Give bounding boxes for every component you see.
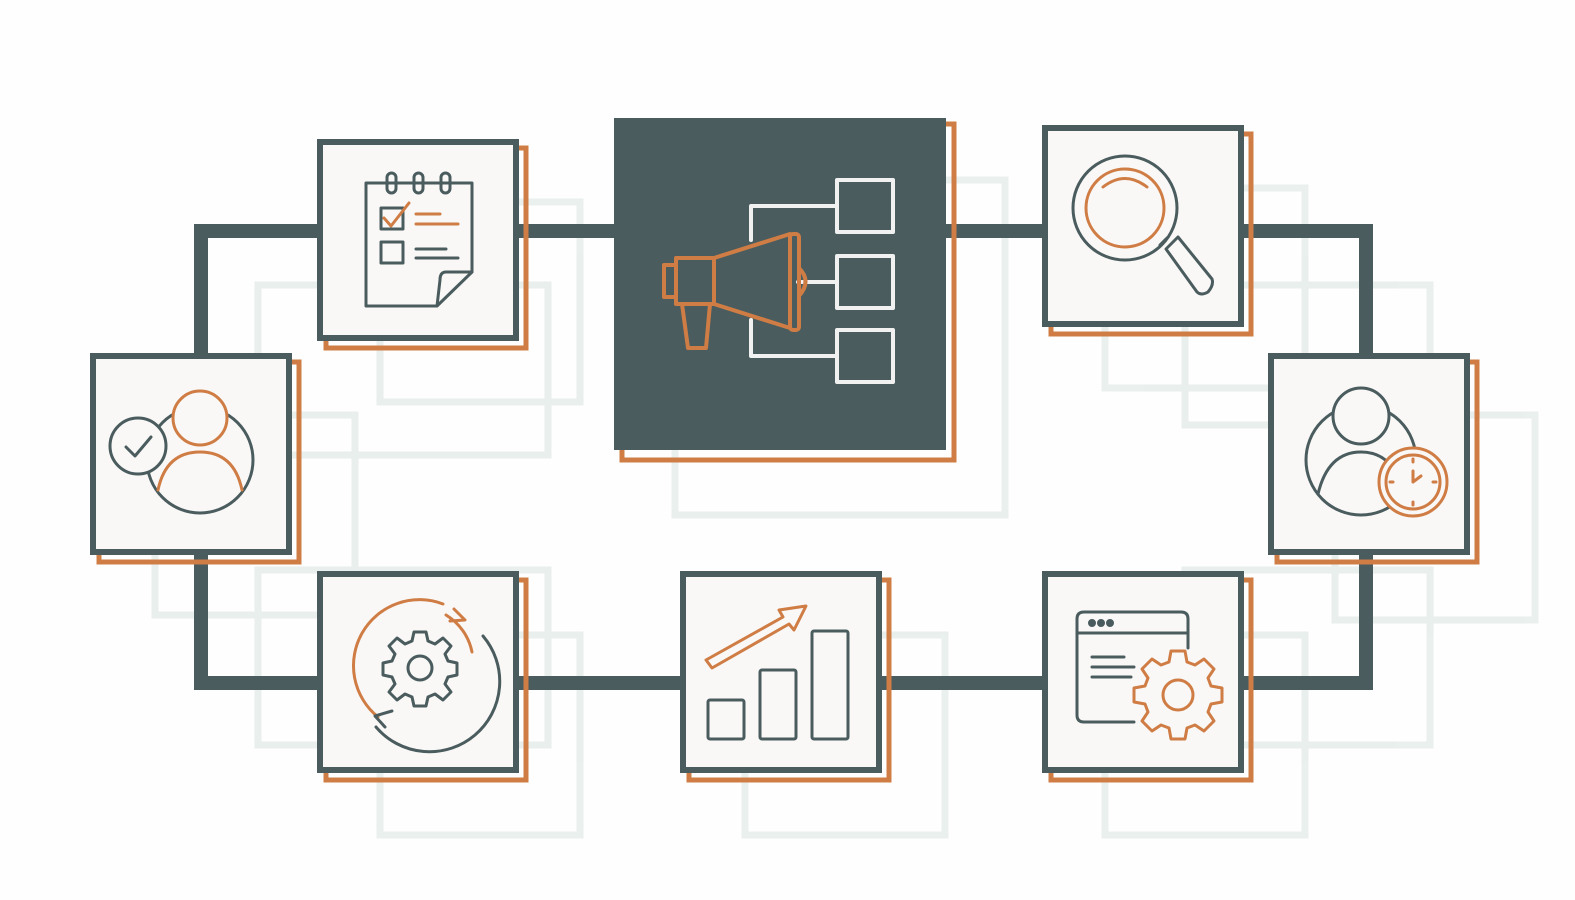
user-clock-icon — [1304, 386, 1449, 518]
megaphone-org-chart-icon — [662, 178, 895, 384]
node-approved-user — [90, 353, 302, 565]
node-process — [317, 571, 529, 783]
node-settings-window — [1042, 571, 1254, 783]
magnifier-icon — [1071, 154, 1214, 296]
browser-gear-icon — [1075, 610, 1224, 741]
gear-cycle-icon — [351, 598, 502, 754]
node-checklist — [317, 139, 529, 351]
node-search — [1042, 125, 1254, 337]
user-check-icon — [108, 389, 255, 515]
checklist-notepad-icon — [364, 171, 474, 308]
growth-chart-icon — [704, 604, 850, 741]
node-growth — [680, 571, 892, 783]
node-user-time — [1268, 353, 1480, 565]
node-center — [614, 118, 957, 463]
connector-loop — [194, 224, 1373, 690]
node-center-tile — [614, 118, 946, 450]
